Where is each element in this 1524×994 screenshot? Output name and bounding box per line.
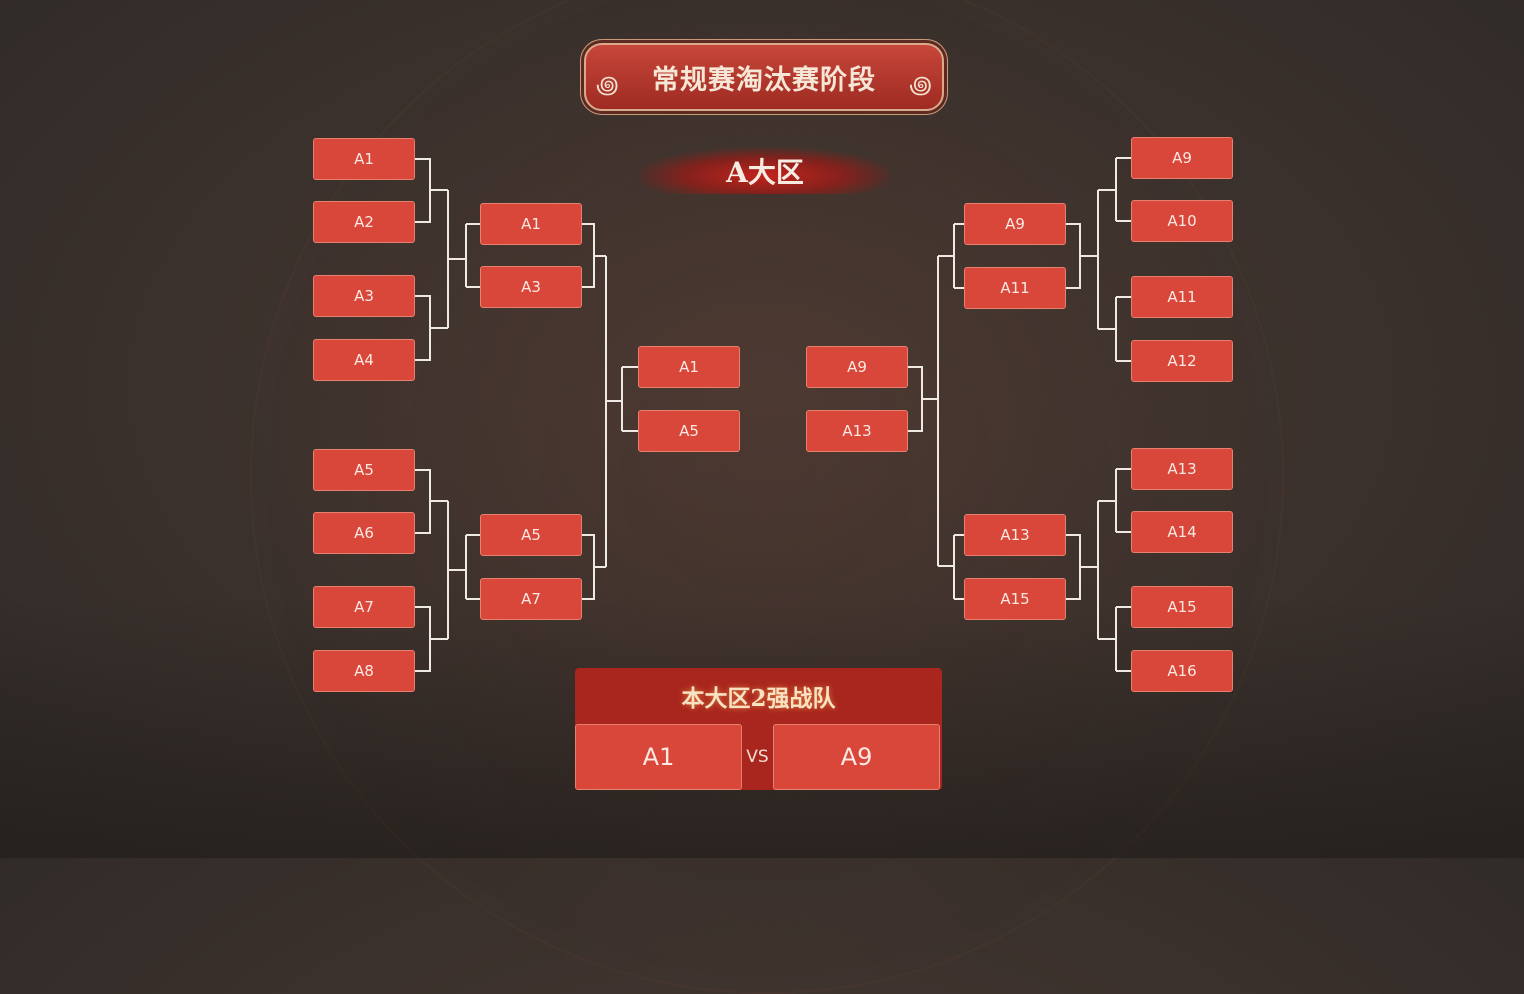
team-box-left-round3[interactable]: A5 (638, 410, 740, 452)
team-box-left-round1[interactable]: A6 (313, 512, 415, 554)
team-box-right-round2[interactable]: A15 (964, 578, 1066, 620)
stage-title-banner: ꩜ 常规赛淘汰赛阶段 ꩜ (584, 43, 944, 111)
final-team-left[interactable]: A1 (575, 724, 742, 790)
team-box-right-round2[interactable]: A13 (964, 514, 1066, 556)
team-box-left-round1[interactable]: A7 (313, 586, 415, 628)
team-box-left-round2[interactable]: A5 (480, 514, 582, 556)
team-box-right-round1[interactable]: A14 (1131, 511, 1233, 553)
team-box-right-round2[interactable]: A9 (964, 203, 1066, 245)
bracket-connectors (415, 157, 1137, 672)
team-box-left-round2[interactable]: A7 (480, 578, 582, 620)
cloud-ornament-icon: ꩜ (909, 71, 932, 99)
team-box-left-round3[interactable]: A1 (638, 346, 740, 388)
final-two-panel: 本大区2强战队 A1 VS A9 (575, 668, 942, 790)
team-box-right-round1[interactable]: A12 (1131, 340, 1233, 382)
team-box-right-round3[interactable]: A9 (806, 346, 908, 388)
team-box-left-round2[interactable]: A1 (480, 203, 582, 245)
team-box-left-round2[interactable]: A3 (480, 266, 582, 308)
team-box-right-round2[interactable]: A11 (964, 267, 1066, 309)
team-box-right-round1[interactable]: A9 (1131, 137, 1233, 179)
final-heading: 本大区2强战队 (681, 685, 836, 712)
region-title: A大区 (726, 156, 804, 189)
team-box-right-round1[interactable]: A15 (1131, 586, 1233, 628)
stage-title: 常规赛淘汰赛阶段 (652, 64, 876, 96)
team-box-right-round3[interactable]: A13 (806, 410, 908, 452)
cloud-ornament-icon: ꩜ (596, 71, 619, 99)
team-box-left-round1[interactable]: A8 (313, 650, 415, 692)
team-box-right-round1[interactable]: A10 (1131, 200, 1233, 242)
team-box-left-round1[interactable]: A5 (313, 449, 415, 491)
team-box-left-round1[interactable]: A3 (313, 275, 415, 317)
team-box-left-round1[interactable]: A2 (313, 201, 415, 243)
vs-label: VS (746, 747, 769, 767)
region-label: A大区 (640, 148, 890, 194)
team-box-right-round1[interactable]: A11 (1131, 276, 1233, 318)
team-box-left-round1[interactable]: A4 (313, 339, 415, 381)
team-box-right-round1[interactable]: A13 (1131, 448, 1233, 490)
team-box-left-round1[interactable]: A1 (313, 138, 415, 180)
team-box-right-round1[interactable]: A16 (1131, 650, 1233, 692)
final-team-right[interactable]: A9 (773, 724, 940, 790)
